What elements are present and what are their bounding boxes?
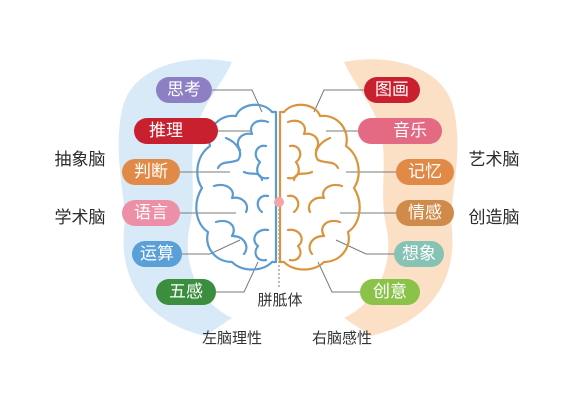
right-pill: 记忆 (396, 159, 454, 185)
pill-label: 五感 (169, 282, 203, 302)
leader-line (317, 261, 360, 293)
side-label-academic: 学术脑 (55, 208, 106, 228)
leader-line (212, 89, 263, 113)
leader-lines (180, 89, 396, 293)
left-hemisphere (195, 103, 278, 271)
leader-line (335, 239, 396, 255)
pill-bg (396, 200, 454, 226)
pill-bg (156, 279, 216, 305)
pill-label: 运算 (140, 244, 174, 264)
left-pill: 推理 (134, 118, 218, 144)
pill-label: 情感 (408, 203, 442, 223)
pill-bg (122, 159, 180, 185)
pill-label: 判断 (134, 162, 168, 182)
pill-bg (396, 159, 454, 185)
pill-label: 图画 (375, 80, 409, 100)
pill-bg (364, 77, 420, 103)
left-pill: 运算 (132, 241, 182, 267)
leader-line (216, 261, 259, 293)
left-pill: 语言 (122, 200, 180, 226)
pill-label: 语言 (134, 203, 168, 223)
left-brain-caption: 左脑理性 (202, 329, 262, 347)
right-pill: 情感 (396, 200, 454, 226)
side-label-abstract: 抽象脑 (55, 150, 106, 170)
pill-bg (358, 118, 442, 144)
side-label-art: 艺术脑 (469, 150, 520, 170)
pill-bg (132, 241, 182, 267)
pill-bg (360, 279, 420, 305)
pill-label: 推理 (149, 121, 183, 141)
pill-label: 想象 (402, 244, 436, 264)
right-pill: 音乐 (358, 118, 442, 144)
pill-label: 创意 (373, 282, 407, 302)
left-pill: 思考 (156, 77, 212, 103)
side-label-creative: 创造脑 (469, 208, 520, 228)
pill-label: 音乐 (393, 121, 427, 141)
right-brain-caption: 右脑感性 (312, 329, 372, 347)
pill-bg (122, 200, 180, 226)
pill-bg (394, 241, 444, 267)
right-pill: 图画 (364, 77, 420, 103)
leader-line (180, 239, 241, 255)
pill-bg (156, 77, 212, 103)
left-pill: 五感 (156, 279, 216, 305)
leader-line (313, 89, 364, 113)
corpus-callosum-label: 胼胝体 (257, 291, 302, 309)
right-hemisphere (278, 103, 361, 271)
right-pill: 想象 (394, 241, 444, 267)
pill-label: 记忆 (408, 162, 442, 182)
pill-label: 思考 (167, 80, 201, 100)
left-pill: 判断 (122, 159, 180, 185)
right-pill: 创意 (360, 279, 420, 305)
corpus-callosum-dot (274, 197, 284, 207)
pill-bg (134, 118, 218, 144)
